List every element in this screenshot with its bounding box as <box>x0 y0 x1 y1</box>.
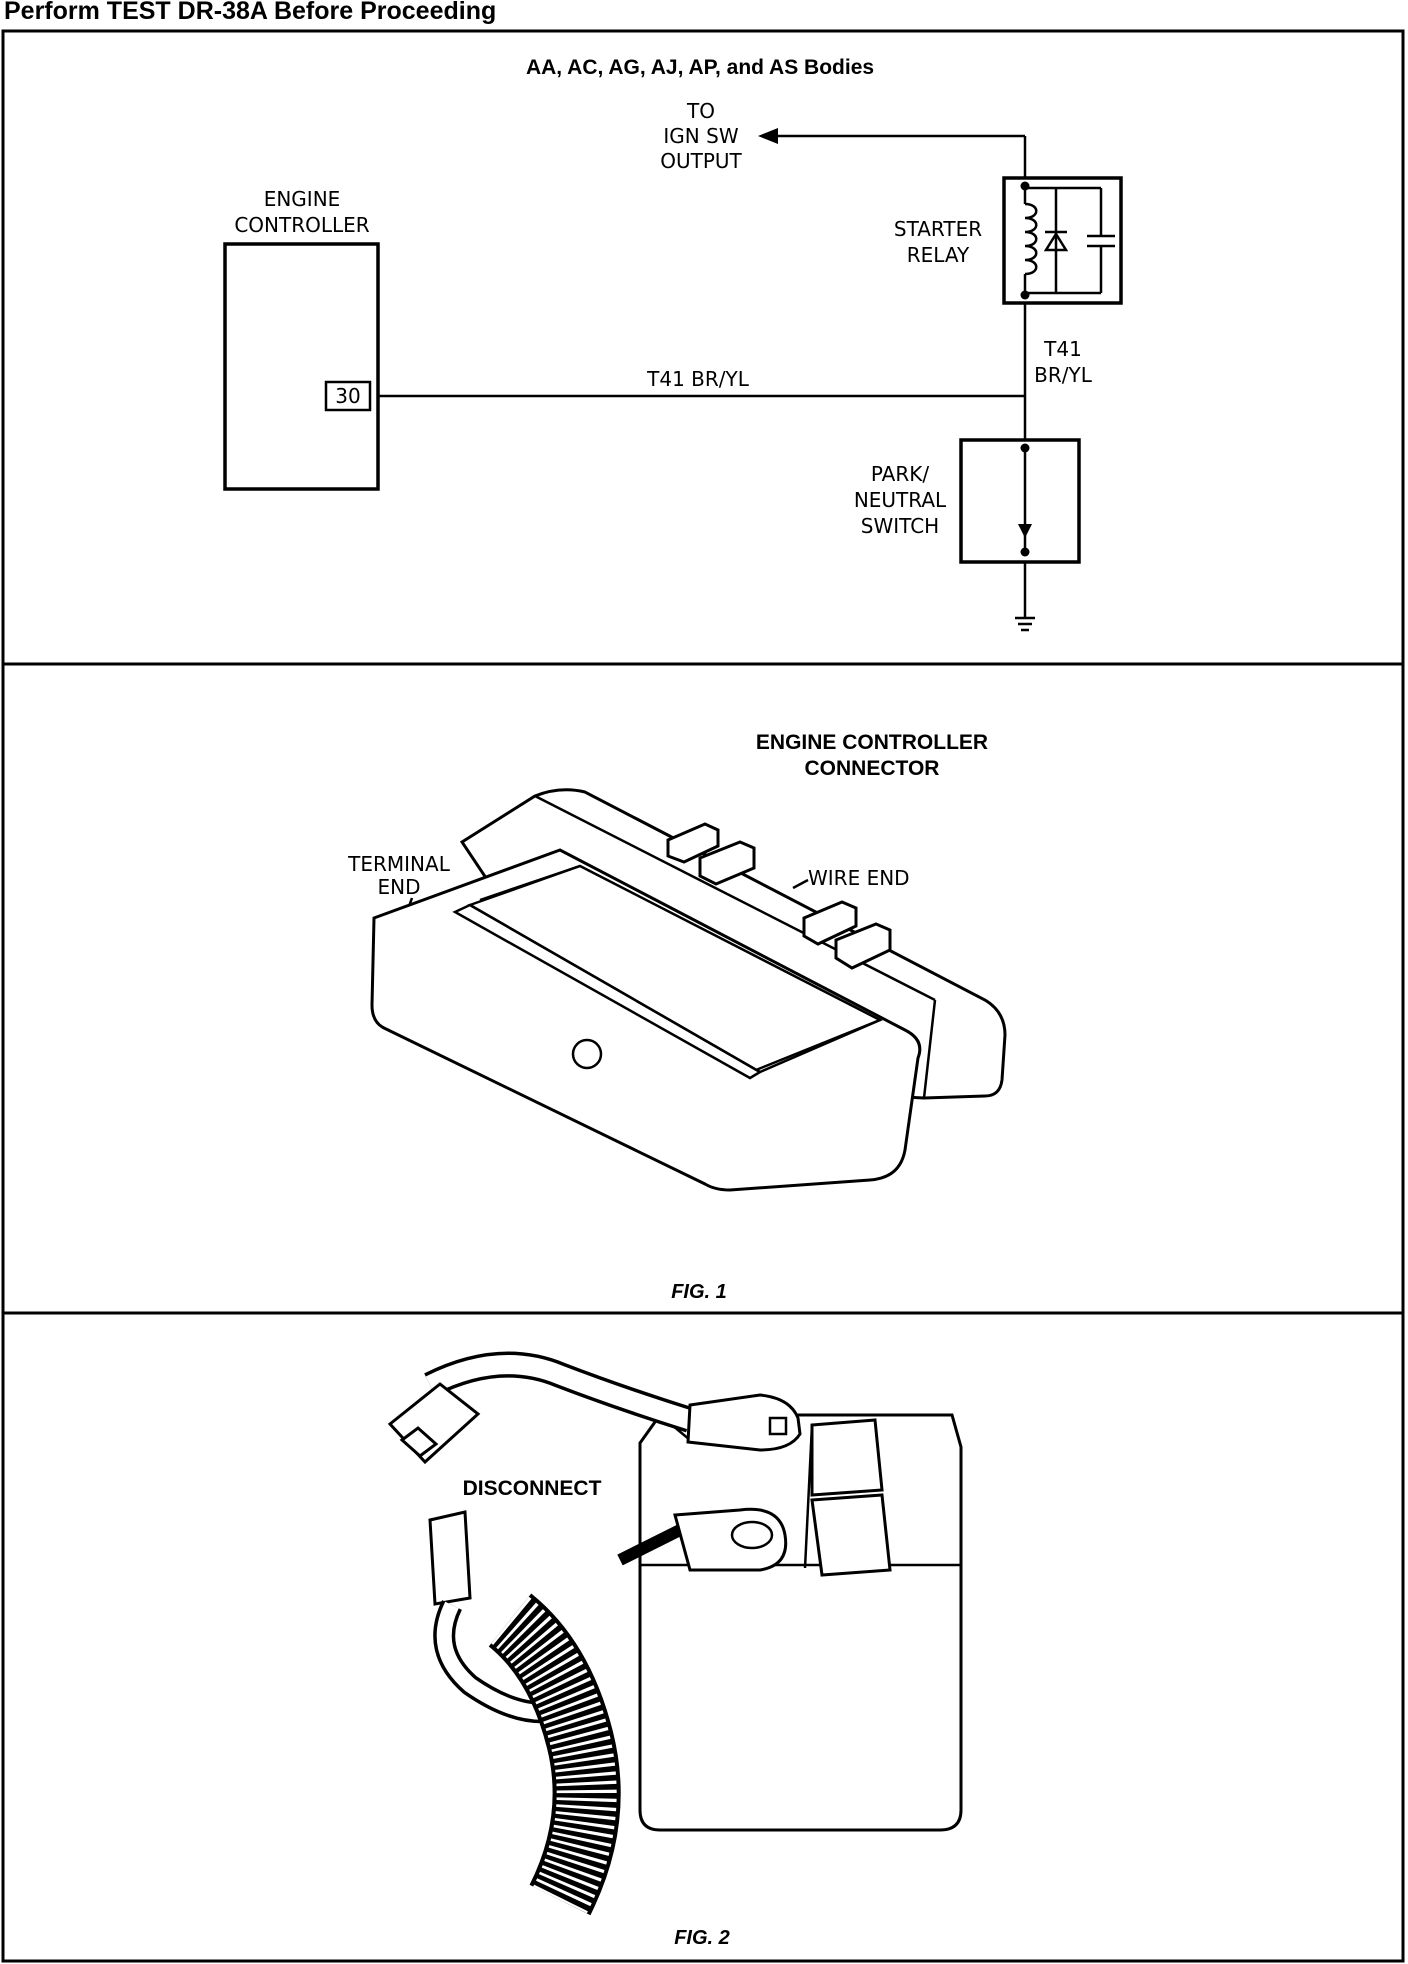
switch-internals <box>1018 443 1032 557</box>
terminal-end-label-line1: TERMINAL <box>347 852 451 876</box>
schematic-section: AA, AC, AG, AJ, AP, and AS Bodies TO IGN… <box>223 56 1123 632</box>
engine-controller-label-line1: ENGINE <box>264 187 341 211</box>
figure1-section: ENGINE CONTROLLER CONNECTOR TERMINAL END… <box>347 731 1007 1192</box>
terminal-end-label-line2: END <box>378 875 421 899</box>
disconnected-lead <box>428 1510 621 1916</box>
park-neutral-label-line3: SWITCH <box>861 514 939 538</box>
wire-vertical-label-line2: BR/YL <box>1034 363 1093 387</box>
figure1-heading-line2: CONNECTOR <box>805 757 940 780</box>
engine-controller-label-line2: CONTROLLER <box>234 213 369 237</box>
positive-cable <box>387 1351 802 1465</box>
starter-relay-box <box>1002 176 1123 305</box>
pin-number: 30 <box>335 384 360 408</box>
figure1-heading-line1: ENGINE CONTROLLER <box>756 731 988 754</box>
engine-controller-box <box>223 242 380 491</box>
figure2-section: DISCONNECT <box>387 1351 963 1949</box>
wire-end-leader <box>792 878 809 890</box>
park-neutral-label-line1: PARK/ <box>871 462 929 486</box>
relay-internals <box>1020 181 1115 300</box>
to-label-line2: IGN SW <box>663 124 738 148</box>
page-title: Perform TEST DR-38A Before Proceeding <box>4 0 497 25</box>
disconnect-label: DISCONNECT <box>463 1477 602 1500</box>
schematic-heading: AA, AC, AG, AJ, AP, and AS Bodies <box>526 56 874 79</box>
figure1-caption: FIG. 1 <box>671 1281 727 1303</box>
ground-icon <box>1015 616 1035 632</box>
to-label-line1: TO <box>686 99 715 123</box>
engine-controller-connector <box>370 788 1007 1192</box>
negative-cable <box>617 1507 788 1572</box>
arrow-head-icon <box>758 128 778 144</box>
wire-vertical-label-line1: T41 <box>1043 337 1082 361</box>
wire-horizontal-label: T41 BR/YL <box>646 367 750 391</box>
wire-end-label: WIRE END <box>808 866 910 890</box>
pin-30-box <box>324 380 372 412</box>
to-label-line3: OUTPUT <box>660 149 742 173</box>
battery-illustration <box>638 1413 963 1832</box>
outer-frame <box>1 29 1405 1963</box>
figure2-caption: FIG. 2 <box>674 1927 730 1949</box>
starter-relay-label-line2: RELAY <box>907 243 970 267</box>
park-neutral-label-line2: NEUTRAL <box>854 488 947 512</box>
starter-relay-label-line1: STARTER <box>894 217 982 241</box>
park-neutral-switch-box <box>959 438 1081 564</box>
